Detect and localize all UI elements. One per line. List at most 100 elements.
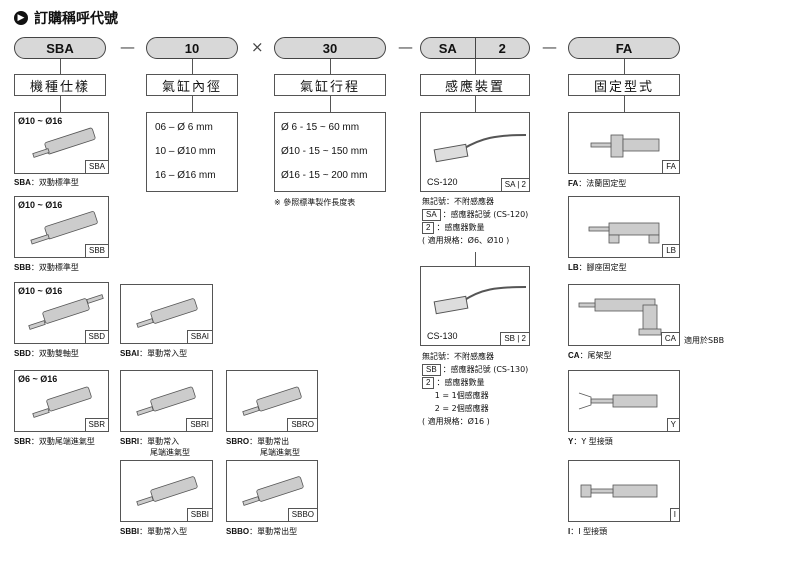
cylinder-icon — [32, 127, 96, 158]
mount-tag: FA — [662, 160, 680, 174]
model-caption: SBR：双動尾端進氣型 — [14, 437, 95, 446]
mount-caption: Y：Y 型接頭 — [568, 437, 613, 446]
model-caption: SBD：双動雙軸型 — [14, 349, 79, 358]
model-card-sba: Ø10 ~ Ø16 SBA — [14, 112, 109, 174]
code-sensor-type: SA — [438, 40, 457, 56]
model-tag: SBAI — [186, 330, 213, 344]
separator-dash: — — [398, 38, 413, 56]
mount-card-lb: LB — [568, 196, 680, 258]
connector-line — [475, 96, 476, 112]
clevis-mount-icon — [578, 298, 662, 336]
foot-mount-icon — [588, 222, 660, 244]
stroke-list-box: Ø 6 - 15 ~ 60 mm Ø10 - 15 ~ 150 mm Ø16 -… — [274, 112, 386, 192]
model-tag: SBA — [84, 160, 109, 174]
sensor1-notes: 無記號：不附感應器 SA：感應器記號 (CS-120) 2：感應器數量 ( 適用… — [422, 197, 529, 245]
y-joint-icon — [578, 392, 658, 410]
mount-card-ca: CA — [568, 284, 680, 346]
sensor-card-cs130: CS-130 SB | 2 — [420, 266, 530, 346]
bore-range: Ø10 ~ Ø16 — [18, 286, 63, 296]
bore-range: Ø6 ~ Ø16 — [18, 374, 58, 384]
cylinder-icon — [28, 294, 104, 330]
stroke-list: Ø 6 - 15 ~ 60 mm Ø10 - 15 ~ 150 mm Ø16 -… — [281, 116, 367, 188]
code-bore-pill: 10 — [146, 37, 238, 59]
cylinder-icon — [242, 476, 304, 506]
header-type: 機種仕樣 — [14, 74, 106, 96]
mount-tag: I — [669, 508, 680, 522]
title-text: 訂購稱呼代號 — [34, 11, 118, 27]
flange-mount-icon — [590, 134, 660, 158]
sensor-card-cs120: CS-120 SA | 2 — [420, 112, 530, 192]
mount-caption: LB：腳座固定型 — [568, 263, 627, 272]
model-card-sbd: Ø10 ~ Ø16 SBD — [14, 282, 109, 344]
page-title: ▶ 訂購稱呼代號 — [14, 8, 118, 28]
mount-caption: I：I 型接頭 — [568, 527, 608, 536]
connector-line — [192, 59, 193, 74]
sensor-tag: SB | 2 — [500, 332, 530, 346]
model-tag: SBBO — [287, 508, 318, 522]
mount-card-i: I — [568, 460, 680, 522]
model-card-sbb: Ø10 ~ Ø16 SBB — [14, 196, 109, 258]
separator-dash: — — [120, 38, 135, 56]
model-caption: SBA：双動標準型 — [14, 178, 79, 187]
bore-option: 06 – Ø 6 mm — [155, 122, 213, 133]
sensor-model: CS-130 — [427, 331, 458, 341]
model-caption: SBB：双動標準型 — [14, 263, 79, 272]
mount-caption: CA：尾架型 — [568, 351, 612, 360]
bore-range: Ø10 ~ Ø16 — [18, 116, 63, 126]
model-card-sbai: SBAI — [120, 284, 213, 344]
stroke-note: ※ 參照標準製作長度表 — [274, 198, 356, 207]
header-sensor: 感應裝置 — [420, 74, 530, 96]
mount-tag: Y — [666, 418, 680, 432]
connector-line — [60, 96, 61, 112]
mount-tag: CA — [660, 332, 680, 346]
model-tag: SBBI — [186, 508, 213, 522]
connector-line — [330, 96, 331, 112]
model-tag: SBB — [84, 244, 109, 258]
connector-line — [192, 96, 193, 112]
bore-option: 16 – Ø16 mm — [155, 170, 216, 181]
model-tag: SBRO — [287, 418, 318, 432]
model-caption: SBBI：單動常入型 — [120, 527, 188, 536]
header-stroke: 氣缸行程 — [274, 74, 386, 96]
stroke-option: Ø 6 - 15 ~ 60 mm — [281, 122, 360, 133]
model-tag: SBD — [84, 330, 109, 344]
sensor-tag: SA | 2 — [500, 178, 530, 192]
sensor-icon — [433, 134, 527, 163]
cylinder-icon — [136, 386, 196, 416]
play-circle-icon: ▶ — [14, 11, 28, 25]
cylinder-icon — [136, 298, 198, 328]
cylinder-icon — [136, 476, 198, 506]
stroke-option: Ø10 - 15 ~ 150 mm — [281, 146, 368, 157]
stroke-option: Ø16 - 15 ~ 200 mm — [281, 170, 368, 181]
code-sensor-qty: 2 — [474, 38, 530, 58]
cylinder-icon — [30, 211, 98, 245]
bore-list: 06 – Ø 6 mm 10 – Ø10 mm 16 – Ø16 mm — [155, 116, 216, 188]
connector-line — [475, 252, 476, 266]
cylinder-icon — [32, 386, 92, 418]
mount-caption: FA：法蘭固定型 — [568, 179, 627, 188]
code-sensor-pill: SA 2 — [420, 37, 530, 59]
model-card-sbbo: SBBO — [226, 460, 318, 522]
bore-option: 10 – Ø10 mm — [155, 146, 216, 157]
model-caption: SBRO：單動常出尾端進氣型 — [226, 437, 300, 457]
separator-times: × — [251, 38, 264, 56]
connector-line — [475, 59, 476, 74]
model-tag: SBR — [84, 418, 109, 432]
model-caption: SBAI：單動常入型 — [120, 349, 188, 358]
model-card-sbbi: SBBI — [120, 460, 213, 522]
connector-line — [330, 59, 331, 74]
bore-range: Ø10 ~ Ø16 — [18, 200, 63, 210]
mount-card-y: Y — [568, 370, 680, 432]
model-caption: SBRI：單動常入尾端進氣型 — [120, 437, 190, 457]
code-mount-pill: FA — [568, 37, 680, 59]
sensor2-notes: 無記號：不附感應器 SB：感應器記號 (CS-130) 2：感應器數量 1 = … — [422, 352, 529, 426]
sensor-model: CS-120 — [427, 177, 458, 187]
model-caption: SBBO：單動常出型 — [226, 527, 298, 536]
sensor-icon — [433, 286, 527, 315]
cylinder-icon — [242, 386, 302, 416]
separator-dash: — — [542, 38, 557, 56]
code-series-pill: SBA — [14, 37, 106, 59]
model-tag: SBRI — [186, 418, 213, 432]
header-bore: 氣缸內徑 — [146, 74, 238, 96]
i-joint-icon — [580, 484, 658, 498]
